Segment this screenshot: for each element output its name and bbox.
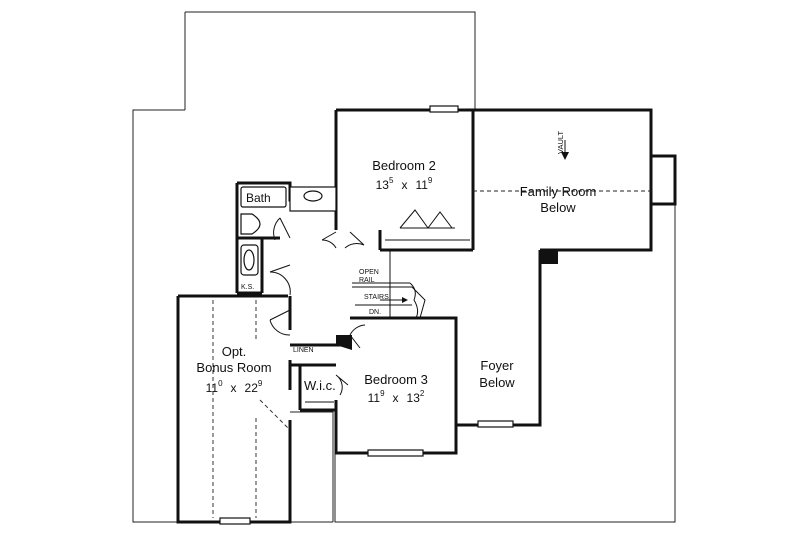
dn-label: DN. [369,309,381,316]
ks-label: K.S. [241,284,254,291]
wic-label: W.i.c. [304,378,336,393]
room-foyer: Foyer Below [479,358,515,390]
open-rail-label-2: RAIL [359,277,375,284]
vault-label: VAULT [556,131,565,154]
bath-fixtures [240,186,337,276]
vault-arrow [561,140,569,160]
linen-label: LINEN [293,347,314,354]
stairs-label: STAIRS [364,294,389,301]
linen-post [336,335,352,350]
open-rail-label-1: OPEN [359,269,379,276]
bedroom-2-name: Bedroom 2 [372,158,436,173]
stairs [352,282,426,319]
interior-walls [237,230,558,412]
chimney [649,154,677,206]
bedroom-3-name: Bedroom 3 [364,372,428,387]
foyer-sub: Below [479,375,515,390]
family-room-sub: Below [540,200,576,215]
bath-label: Bath [246,191,271,205]
post [540,250,558,264]
room-family: Family Room Below VAULT [520,131,597,215]
exterior-walls [176,108,653,524]
bonus-line1: Opt. [222,344,247,359]
family-room-name: Family Room [520,184,597,199]
dashed-lines [212,190,651,518]
foyer-name: Foyer [480,358,514,373]
windows [219,105,514,525]
roof-outline [132,11,676,523]
doors [269,209,455,396]
bonus-line2: Bonus Room [196,360,271,375]
